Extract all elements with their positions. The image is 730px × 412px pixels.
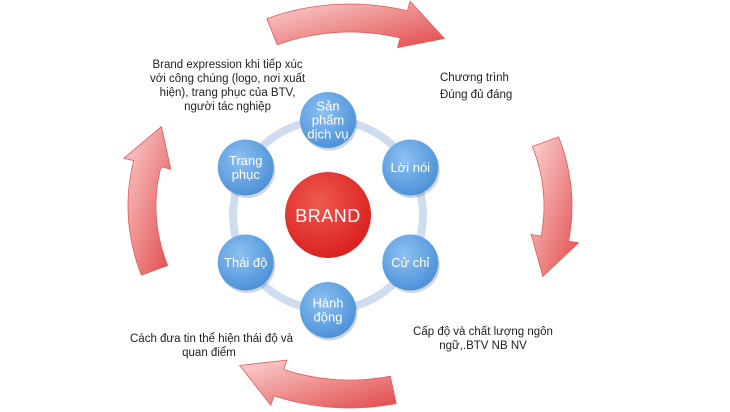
annotation-line: Cấp độ và chất lượng ngôn — [413, 326, 553, 338]
node-label-line: Lời nói — [390, 160, 430, 175]
arrow-bottom — [239, 359, 397, 409]
node-thai-do: Thái độ — [217, 234, 276, 293]
arrow-right — [530, 136, 580, 278]
arrow-top — [266, 0, 446, 49]
annotation-line: quan điểm — [182, 347, 236, 359]
node-circle — [382, 139, 439, 196]
node-cu-chi: Cử chỉ — [382, 234, 440, 293]
annotation-top-right: Chương trình Đúng đủ đáng — [440, 70, 512, 104]
annotation-top-left: Brand expression khi tiếp xúc với công c… — [150, 58, 305, 114]
node-label-line: động — [314, 310, 343, 325]
node-label-line: Trang — [229, 153, 262, 168]
arrow-left — [123, 125, 172, 276]
annotation-bottom-right: Cấp độ và chất lượng ngôn ngữ,.BTV NB NV — [412, 325, 554, 353]
annotation-line: với công chúng (logo, nơi xuất — [150, 73, 306, 85]
node-circle — [217, 234, 274, 291]
node-label-line: Sản — [316, 99, 339, 114]
brand-center-label: BRAND — [295, 206, 361, 226]
node-label-line: dịch vụ — [307, 127, 348, 142]
annotation-line: Chương trình — [440, 72, 509, 84]
node-label-line: Hành — [312, 296, 343, 311]
annotation-line: người tác nghiệp — [184, 101, 271, 113]
brand-center-circle — [285, 172, 371, 258]
node-label-line: phục — [232, 167, 261, 182]
annotation-line: Cách đưa tin thể hiện thái độ và — [130, 333, 294, 345]
node-circle — [300, 282, 356, 338]
annotation-line: Brand expression khi tiếp xúc — [152, 59, 303, 71]
annotation-line: hiện), trang phục của BTV, — [159, 87, 296, 99]
annotation-line: ngữ,.BTV NB NV — [439, 340, 527, 352]
node-circle — [217, 139, 274, 196]
node-circle — [382, 234, 439, 291]
node-label-line: Cử chỉ — [391, 255, 429, 270]
annotation-line: Đúng đủ đáng — [440, 89, 513, 101]
cycle-arrows — [123, 0, 580, 409]
annotation-bottom-left: Cách đưa tin thể hiện thái độ và quan đi… — [130, 332, 294, 360]
node-label-line: Thái độ — [224, 255, 267, 270]
node-circle — [300, 92, 356, 148]
node-label-line: phẩm — [312, 113, 345, 128]
node-loi-noi: Lời nói — [382, 139, 440, 198]
